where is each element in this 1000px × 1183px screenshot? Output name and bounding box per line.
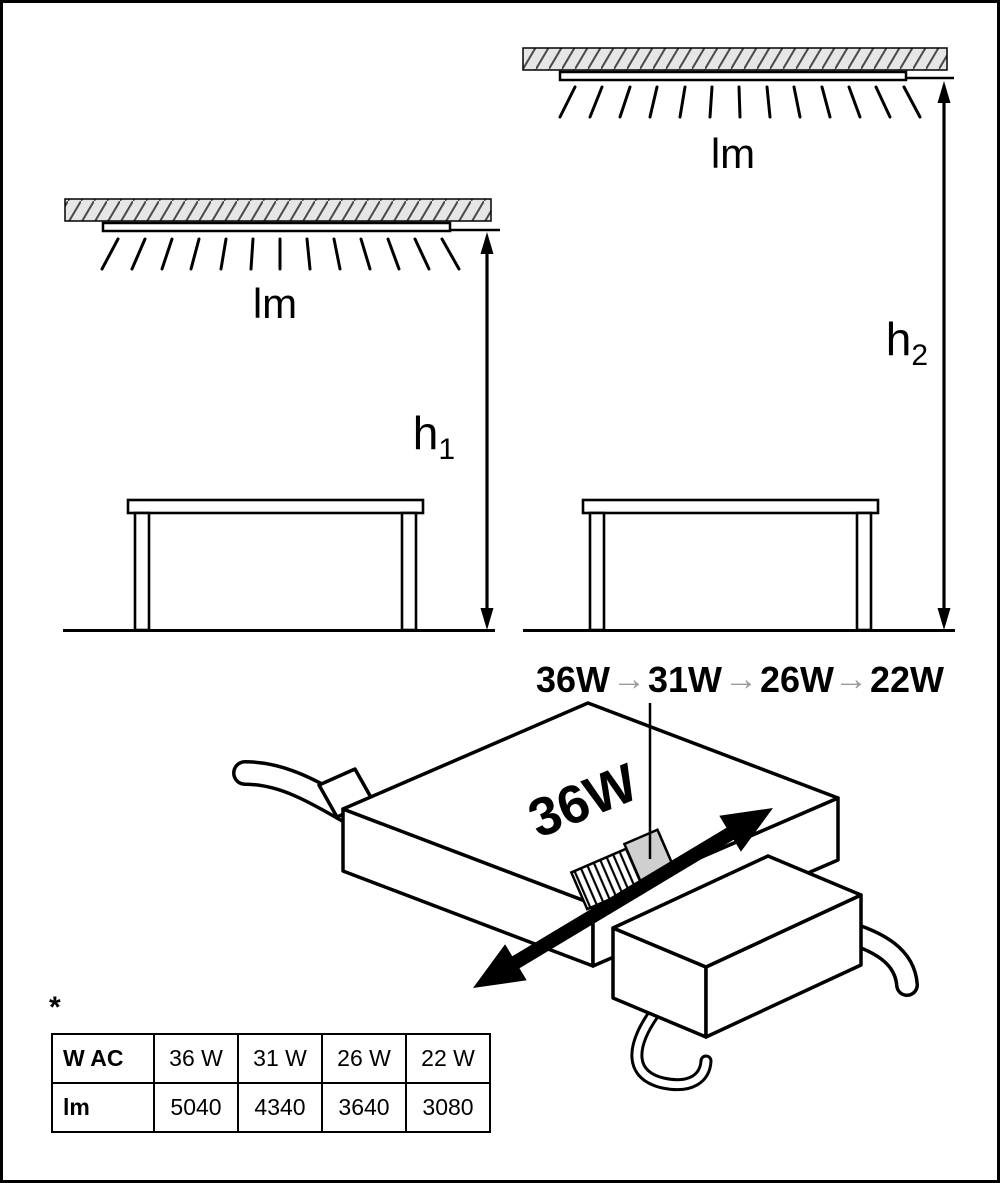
luminaire-panel-right	[558, 70, 908, 82]
table-furniture-right	[581, 498, 880, 632]
wattage-step: 26W	[760, 659, 834, 700]
spec-cell: 22 W	[405, 1033, 491, 1084]
light-rays-right	[558, 85, 922, 119]
wattage-step: 31W	[648, 659, 722, 700]
ceiling-scene-right: lm	[522, 47, 954, 177]
ceiling-hatch-left	[64, 198, 492, 222]
slider-direction-arrow-icon	[473, 808, 773, 988]
spec-table-row-lumen: lm 5040 4340 3640 3080	[51, 1082, 491, 1133]
spec-table: W AC 36 W 31 W 26 W 22 W lm 5040 4340 36…	[51, 1033, 491, 1133]
height-dimension-h2: h2	[886, 81, 951, 630]
footnote-asterisk: *	[49, 991, 61, 1024]
height-label-h1: h1	[413, 407, 455, 466]
diagram-svg: lm lm h1 h2	[63, 47, 955, 1091]
spec-table-row-wattage: W AC 36 W 31 W 26 W 22 W	[51, 1033, 491, 1084]
spec-row-header: W AC	[51, 1033, 155, 1084]
sequence-arrow-icon: →	[612, 660, 646, 698]
sequence-arrow-icon: →	[834, 660, 868, 698]
spec-cell: 31 W	[237, 1033, 323, 1084]
spec-cell: 36 W	[153, 1033, 239, 1084]
driver-illustration: 36W	[232, 701, 919, 1091]
wattage-sequence: 36W → 31W → 26W → 22W	[536, 659, 944, 700]
luminaire-panel-left	[101, 221, 452, 233]
spec-cell: 4340	[237, 1082, 323, 1133]
spec-cell: 3640	[321, 1082, 407, 1133]
ceiling-scene-left: lm	[64, 198, 500, 327]
wattage-step: 36W	[536, 659, 610, 700]
spec-cell: 3080	[405, 1082, 491, 1133]
height-dimension-h1: h1	[413, 232, 494, 630]
height-label-h2: h2	[886, 313, 928, 372]
ceiling-hatch-right	[522, 47, 948, 71]
table-furniture-left	[126, 498, 425, 632]
spec-cell: 5040	[153, 1082, 239, 1133]
sequence-arrow-icon: →	[724, 660, 758, 698]
lumen-label-left: lm	[253, 280, 297, 327]
mounting-hook-icon	[630, 1008, 713, 1091]
spec-cell: 26 W	[321, 1033, 407, 1084]
lumen-label-right: lm	[711, 130, 755, 177]
spec-row-header: lm	[51, 1082, 155, 1133]
light-rays-left	[100, 237, 461, 271]
driver-output-compartment	[611, 854, 863, 1039]
wattage-step: 22W	[870, 659, 944, 700]
